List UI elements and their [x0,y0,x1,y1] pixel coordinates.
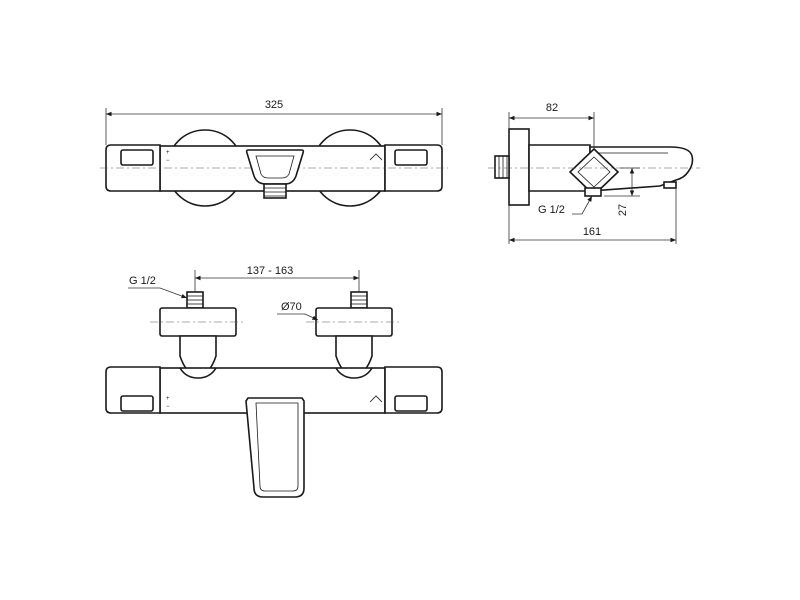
flow-mark-icon [369,153,383,161]
outlet-thread-label: G 1/2 [538,204,565,216]
dimension-spout-height: 27 [617,204,629,216]
escutcheon-diameter-label: Ø70 [281,301,302,313]
top-outlet-thread [263,183,287,199]
side-outlet-thread [584,187,602,197]
top-left-handle-slot [120,149,154,166]
side-inlet-thread [494,155,510,179]
plus-mark: + [166,150,170,156]
side-spout-tip [663,181,677,189]
plus-mark-plan: + [166,396,170,402]
bottom-view: + − 137 - 163 G 1/2 Ø70 [105,265,443,498]
top-spout-head [245,149,305,185]
inlet-thread-label: G 1/2 [129,275,156,287]
dimension-inlet-spacing: 137 - 163 [247,265,293,277]
dimension-side-depth-total: 161 [583,226,601,238]
flow-mark-plan-icon [369,395,383,403]
top-view: + − 325 [100,99,448,207]
side-escutcheon [508,128,530,206]
bottom-right-handle-slot [394,395,428,412]
bottom-left-handle-slot [120,395,154,412]
side-view: 82 161 27 G 1/2 [488,102,700,244]
minus-mark-plan: − [166,404,170,410]
bottom-spout [245,397,305,498]
dimension-overall-width: 325 [265,99,283,111]
top-right-handle-slot [394,149,428,166]
dimension-side-depth-body: 82 [546,102,558,114]
side-spout [589,146,694,192]
minus-mark: − [166,158,170,164]
